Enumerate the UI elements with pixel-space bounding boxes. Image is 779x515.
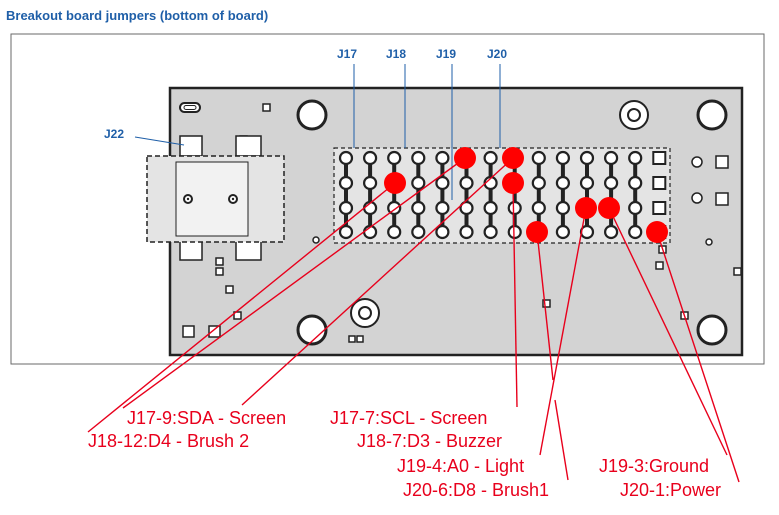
header-pin — [435, 175, 450, 191]
header-pin — [387, 200, 402, 216]
label-j20: J20 — [487, 47, 507, 61]
header-pin — [459, 200, 474, 216]
diagram-title: Breakout board jumpers (bottom of board) — [6, 8, 269, 23]
header-pin — [338, 150, 354, 166]
jumper-dot — [454, 147, 476, 169]
connector-leaders — [353, 64, 501, 200]
label-j22: J22 — [104, 127, 124, 141]
header-pin — [628, 175, 643, 191]
header-pin — [411, 224, 426, 240]
jumper-dot — [646, 221, 668, 243]
label-j19: J19 — [436, 47, 456, 61]
hole-inner — [627, 108, 641, 122]
header-pin — [483, 224, 498, 240]
jumper-dot — [384, 172, 406, 194]
header-pin — [435, 200, 450, 216]
header-pin — [435, 150, 450, 166]
label-j17: J17 — [337, 47, 357, 61]
header-pin-square — [652, 201, 667, 215]
header-pin — [363, 150, 378, 166]
header-pin — [387, 224, 402, 240]
header-pin — [338, 224, 354, 240]
jumper-dots — [384, 147, 668, 243]
header-pin — [363, 175, 378, 191]
header-pin — [483, 150, 498, 166]
header-pin — [411, 200, 426, 216]
header-pin-square — [652, 176, 667, 190]
header-pin — [507, 224, 522, 240]
slot-inner — [183, 105, 197, 110]
annotation-j18-7: J18-7:D3 - Buzzer — [357, 431, 502, 451]
header-pin — [603, 175, 619, 191]
header-pin — [435, 224, 450, 240]
annotation-j20-6: J20-6:D8 - Brush1 — [403, 480, 549, 500]
j22-footprint — [146, 135, 285, 261]
jumper-dot — [526, 221, 548, 243]
outer-frame — [10, 33, 765, 365]
header-pin — [531, 175, 546, 191]
label-j18: J18 — [386, 47, 406, 61]
header-pin-square — [652, 151, 667, 165]
header-pin — [531, 150, 546, 166]
header-pin — [459, 224, 474, 240]
header-pin — [338, 175, 354, 191]
header-pin — [338, 200, 354, 216]
header-pin — [579, 175, 595, 191]
jumper-dot — [598, 197, 620, 219]
jumper-dot — [575, 197, 597, 219]
header-pin — [628, 150, 643, 166]
header-pin — [531, 200, 546, 216]
header-pin — [387, 150, 402, 166]
header-pin — [459, 175, 474, 191]
annotation-j20-1: J20-1:Power — [620, 480, 721, 500]
header-pin — [555, 200, 571, 216]
header-pin — [411, 175, 426, 191]
jumper-leaders — [87, 157, 740, 483]
header-pin — [555, 150, 571, 166]
annotation-j19-4: J19-4:A0 - Light — [397, 456, 524, 476]
annotation-j17-7: J17-7:SCL - Screen — [330, 408, 487, 428]
hole-inner — [358, 306, 372, 320]
header-pin — [628, 200, 643, 216]
annotation-j17-9: J17-9:SDA - Screen — [127, 408, 286, 428]
jumper-dot — [502, 172, 524, 194]
header-pin — [628, 224, 643, 240]
j22-leader — [134, 136, 185, 146]
header-pin — [555, 224, 571, 240]
small-pads — [182, 103, 742, 343]
header-pin — [483, 200, 498, 216]
header-pin — [603, 224, 619, 240]
header-pin — [555, 175, 571, 191]
header-pin — [579, 150, 595, 166]
jumper-dot — [502, 147, 524, 169]
annotation-j19-3: J19-3:Ground — [599, 456, 709, 476]
mounting-holes — [296, 99, 728, 346]
header-pin — [507, 200, 522, 216]
header-pin — [411, 150, 426, 166]
header-pin — [603, 150, 619, 166]
annotation-j18-12: J18-12:D4 - Brush 2 — [88, 431, 249, 451]
